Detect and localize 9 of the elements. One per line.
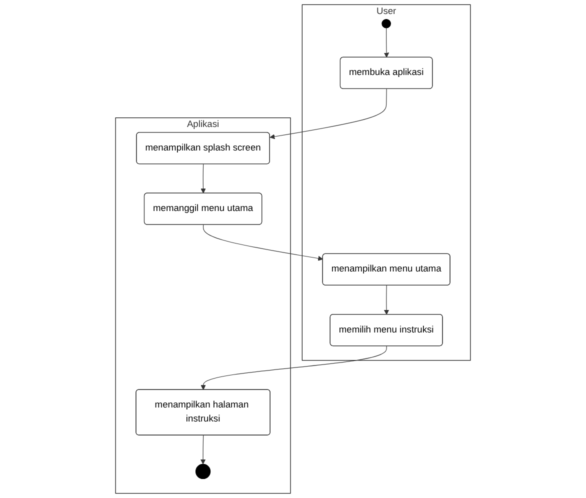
node-circle	[382, 18, 391, 28]
arrow	[270, 88, 387, 140]
arrow	[384, 28, 390, 58]
node-circle	[195, 464, 211, 480]
arrow	[384, 285, 390, 315]
arrow	[200, 435, 206, 464]
arrow	[202, 224, 324, 261]
arrow	[200, 346, 387, 390]
arrow	[200, 164, 206, 194]
